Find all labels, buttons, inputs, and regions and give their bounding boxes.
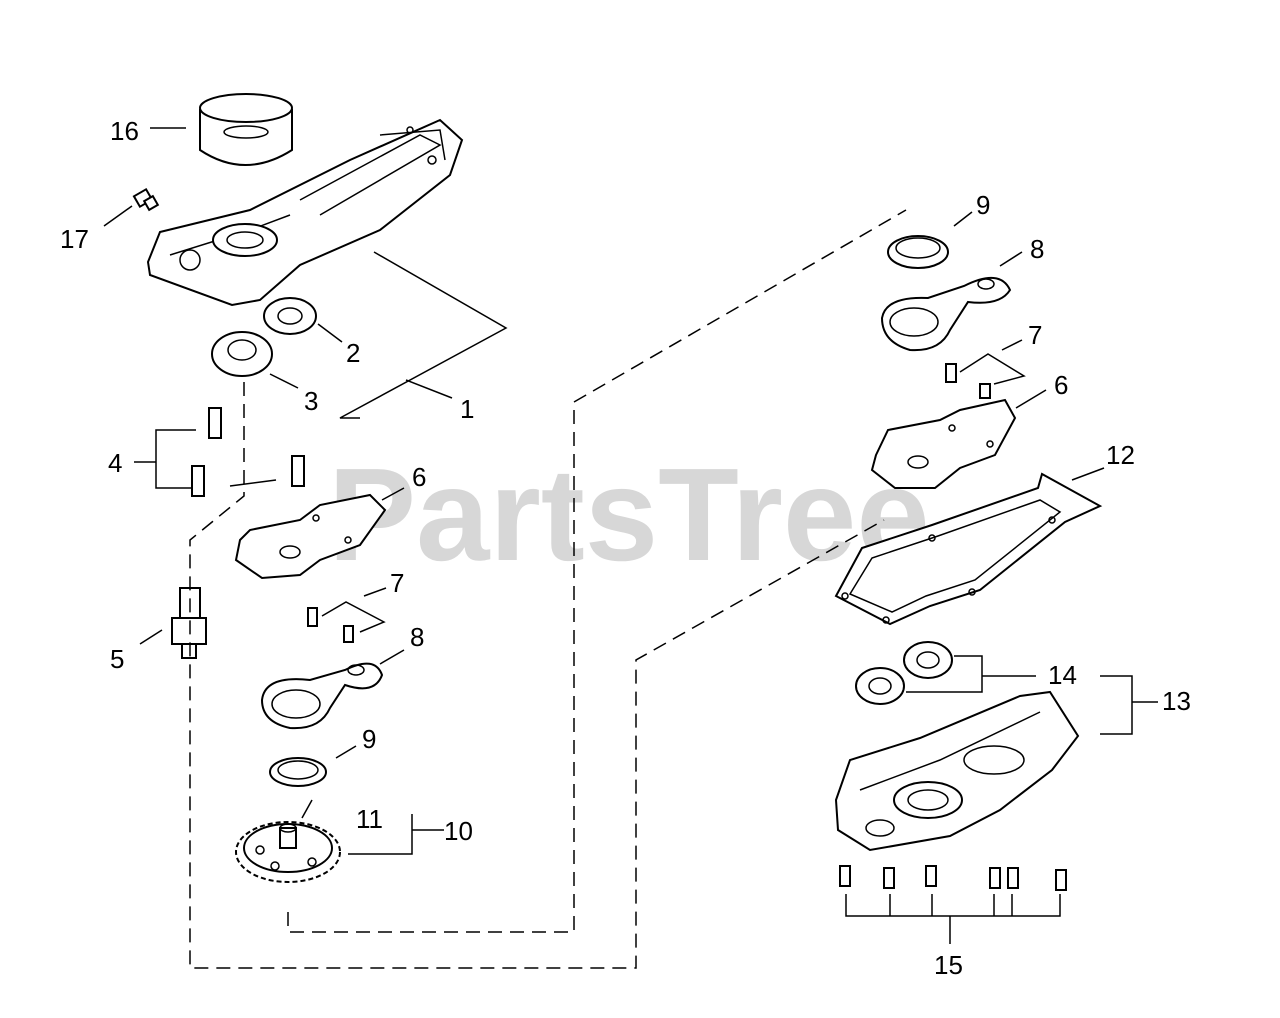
callout-9-right: 9 xyxy=(976,190,990,220)
part-4-screws[interactable] xyxy=(191,407,305,497)
part-15-screws[interactable] xyxy=(839,865,1067,891)
callout-7-left: 7 xyxy=(390,568,404,598)
part-10-gear-assembly[interactable] xyxy=(235,821,341,883)
part-1-gear-case-upper[interactable] xyxy=(146,118,464,307)
watermark: PartsTree xyxy=(328,441,930,588)
part-7-screws-right[interactable] xyxy=(945,363,991,399)
part-16-clutch-drum[interactable] xyxy=(199,93,293,166)
part-6-plate-right[interactable] xyxy=(870,398,1017,489)
callout-13: 13 xyxy=(1162,686,1191,716)
part-7-screws-left[interactable] xyxy=(307,607,354,643)
part-8-connecting-rod-right[interactable] xyxy=(880,277,1012,352)
callout-5: 5 xyxy=(110,644,124,674)
right-leader-lines xyxy=(845,211,1158,944)
callout-2: 2 xyxy=(346,338,360,368)
part-3-bearing[interactable] xyxy=(211,331,273,377)
part-12-gasket[interactable] xyxy=(834,472,1103,626)
callout-6-left: 6 xyxy=(412,462,426,492)
part-5-pinion-shaft[interactable] xyxy=(171,587,207,659)
part-9-needle-bearing-left[interactable] xyxy=(269,757,327,787)
callout-3: 3 xyxy=(304,386,318,416)
part-14-bearings[interactable] xyxy=(855,641,953,705)
callout-16: 16 xyxy=(110,116,139,146)
callout-6-right: 6 xyxy=(1054,370,1068,400)
callout-14: 14 xyxy=(1048,660,1077,690)
callout-1: 1 xyxy=(460,394,474,424)
callout-11: 11 xyxy=(356,804,383,834)
left-alignment-lines xyxy=(189,209,907,969)
callout-9-left: 9 xyxy=(362,724,376,754)
callout-12: 12 xyxy=(1106,440,1135,470)
part-13-gear-case-lower[interactable] xyxy=(834,690,1080,852)
left-leader-lines xyxy=(103,127,508,855)
part-2-bearing[interactable] xyxy=(263,297,317,335)
callout-labels: 16 17 2 3 1 4 6 7 5 8 9 11 10 9 8 7 6 12… xyxy=(60,116,1191,980)
callout-10: 10 xyxy=(444,816,473,846)
callout-4: 4 xyxy=(108,448,122,478)
part-8-connecting-rod-left[interactable] xyxy=(260,662,384,730)
callout-8-right: 8 xyxy=(1030,234,1044,264)
part-6-plate-left[interactable] xyxy=(234,493,387,580)
part-9-needle-bearing-right[interactable] xyxy=(887,235,949,269)
callout-17: 17 xyxy=(60,224,89,254)
part-17-grease-fitting[interactable] xyxy=(132,187,160,212)
callout-8-left: 8 xyxy=(410,622,424,652)
callout-7-right: 7 xyxy=(1028,320,1042,350)
callout-15: 15 xyxy=(934,950,963,980)
